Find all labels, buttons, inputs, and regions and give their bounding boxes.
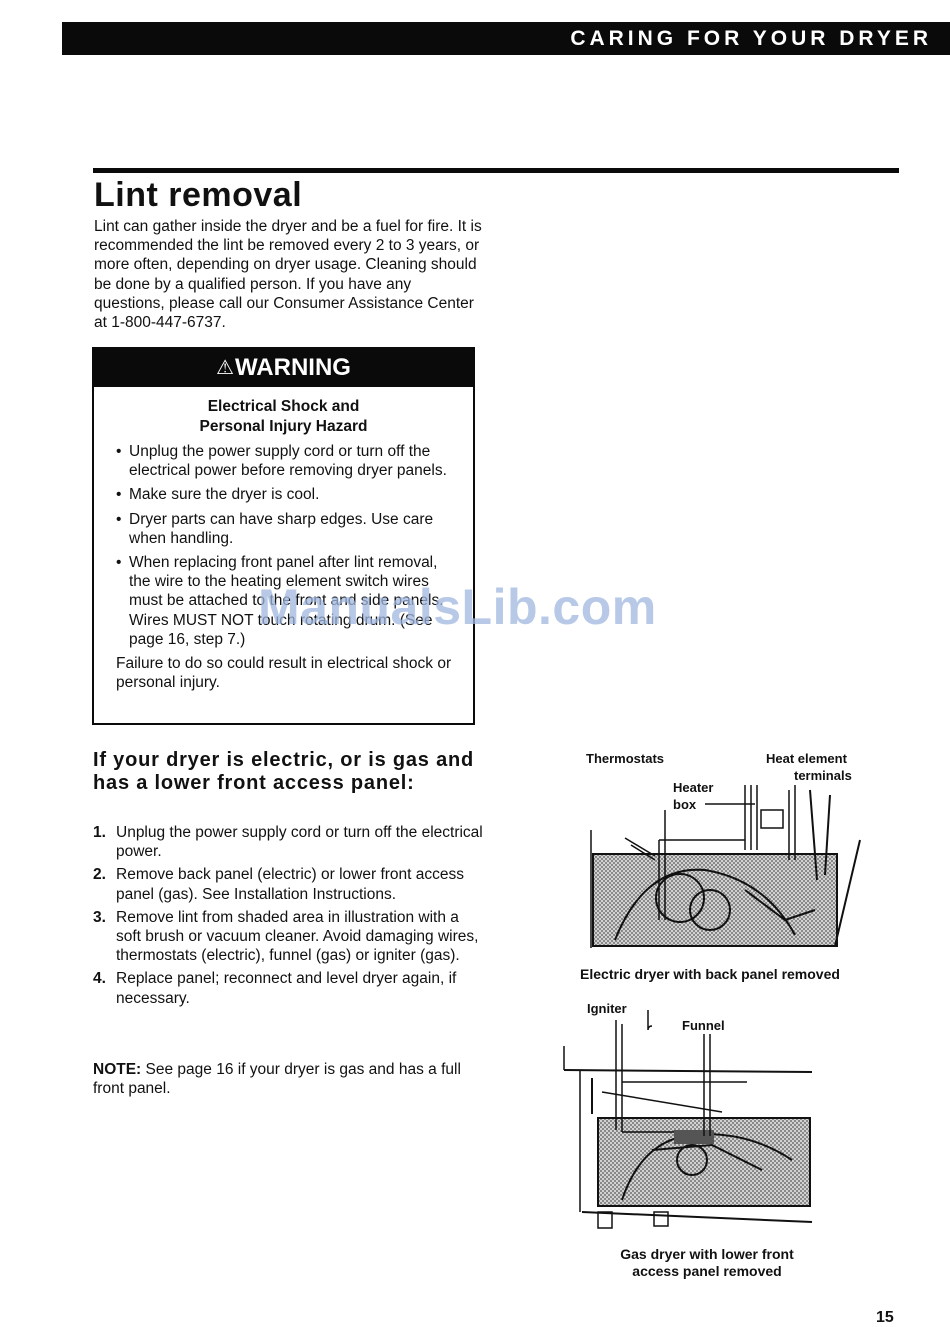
warning-item-text: Dryer parts can have sharp edges. Use ca…: [129, 510, 434, 547]
step-item: 1. Unplug the power supply cord or turn o…: [93, 823, 483, 861]
section-heading: If your dryer is electric, or is gas and…: [93, 749, 475, 794]
warning-item-text: Make sure the dryer is cool.: [129, 486, 320, 504]
step-item: 3. Remove lint from shaded area in illust…: [93, 908, 483, 966]
step-text: Remove lint from shaded area in illustra…: [116, 908, 479, 965]
warning-header: ⚠WARNING: [94, 349, 473, 387]
electric-dryer-illustration: [590, 785, 861, 948]
figure2-caption: Gas dryer with lower front access panel …: [572, 1246, 842, 1280]
warning-item: • Unplug the power supply cord or turn of…: [116, 442, 463, 480]
header-title: CARING FOR YOUR DRYER: [570, 27, 932, 50]
title-rule: [93, 168, 899, 173]
warning-item-text: Unplug the power supply cord or turn off…: [129, 443, 447, 480]
label-thermostats: Thermostats: [586, 751, 665, 766]
warning-footer: Failure to do so could result in electri…: [116, 655, 452, 692]
watermark: ManualsLib.com: [258, 579, 657, 635]
warning-label: WARNING: [234, 354, 351, 381]
steps-list: 1. Unplug the power supply cord or turn o…: [93, 823, 483, 1012]
bullet-icon: •: [116, 443, 122, 460]
step-number: 2.: [93, 866, 106, 884]
step-number: 4.: [93, 970, 106, 988]
label-funnel: Funnel: [682, 1018, 725, 1033]
gas-dryer-illustration: [563, 1010, 813, 1229]
warning-subtitle-line2: Personal Injury Hazard: [199, 417, 368, 435]
step-text: Unplug the power supply cord or turn off…: [116, 824, 483, 861]
intro-paragraph: Lint can gather inside the dryer and be …: [94, 218, 482, 332]
label-igniter: Igniter: [587, 1001, 627, 1016]
label-heat-element-2: terminals: [794, 768, 852, 783]
page-number: 15: [876, 1309, 894, 1326]
bullet-icon: •: [116, 486, 122, 504]
warning-item: • Dryer parts can have sharp edges. Use c…: [116, 510, 463, 548]
note-text: See page 16 if your dryer is gas and has…: [93, 1061, 461, 1098]
header-bar: CARING FOR YOUR DRYER: [62, 22, 950, 55]
step-item: 4. Replace panel; reconnect and level dry…: [93, 969, 483, 1007]
warning-subtitle: Electrical Shock and Personal Injury Haz…: [94, 397, 473, 436]
step-text: Replace panel; reconnect and level dryer…: [116, 970, 457, 1007]
label-heat-element-1: Heat element: [766, 751, 847, 766]
warning-item-text: When replacing front panel after lint re…: [129, 554, 444, 648]
figure2-caption-line2: access panel removed: [632, 1263, 782, 1279]
label-heater-2: box: [673, 797, 697, 812]
figure2-caption-line1: Gas dryer with lower front: [620, 1246, 794, 1262]
warning-box: ⚠WARNING Electrical Shock and Personal I…: [92, 347, 475, 725]
bullet-icon: •: [116, 510, 122, 528]
warning-item: • Make sure the dryer is cool.: [116, 485, 463, 504]
bullet-icon: •: [116, 554, 122, 572]
page-title: Lint removal: [94, 176, 303, 214]
step-item: 2. Remove back panel (electric) or lower …: [93, 865, 483, 903]
step-text: Remove back panel (electric) or lower fr…: [116, 866, 465, 903]
figure1-caption: Electric dryer with back panel removed: [580, 966, 840, 982]
warning-subtitle-line1: Electrical Shock and: [207, 398, 360, 415]
warning-list: • Unplug the power supply cord or turn of…: [94, 442, 473, 649]
step-number: 3.: [93, 908, 106, 926]
warning-item: • When replacing front panel after lint r…: [116, 553, 463, 649]
warning-triangle-icon: ⚠: [216, 357, 234, 379]
note-label: NOTE:: [93, 1061, 142, 1078]
note: NOTE: See page 16 if your dryer is gas a…: [93, 1060, 483, 1098]
label-heater-1: Heater: [673, 780, 714, 795]
step-number: 1.: [93, 824, 106, 841]
